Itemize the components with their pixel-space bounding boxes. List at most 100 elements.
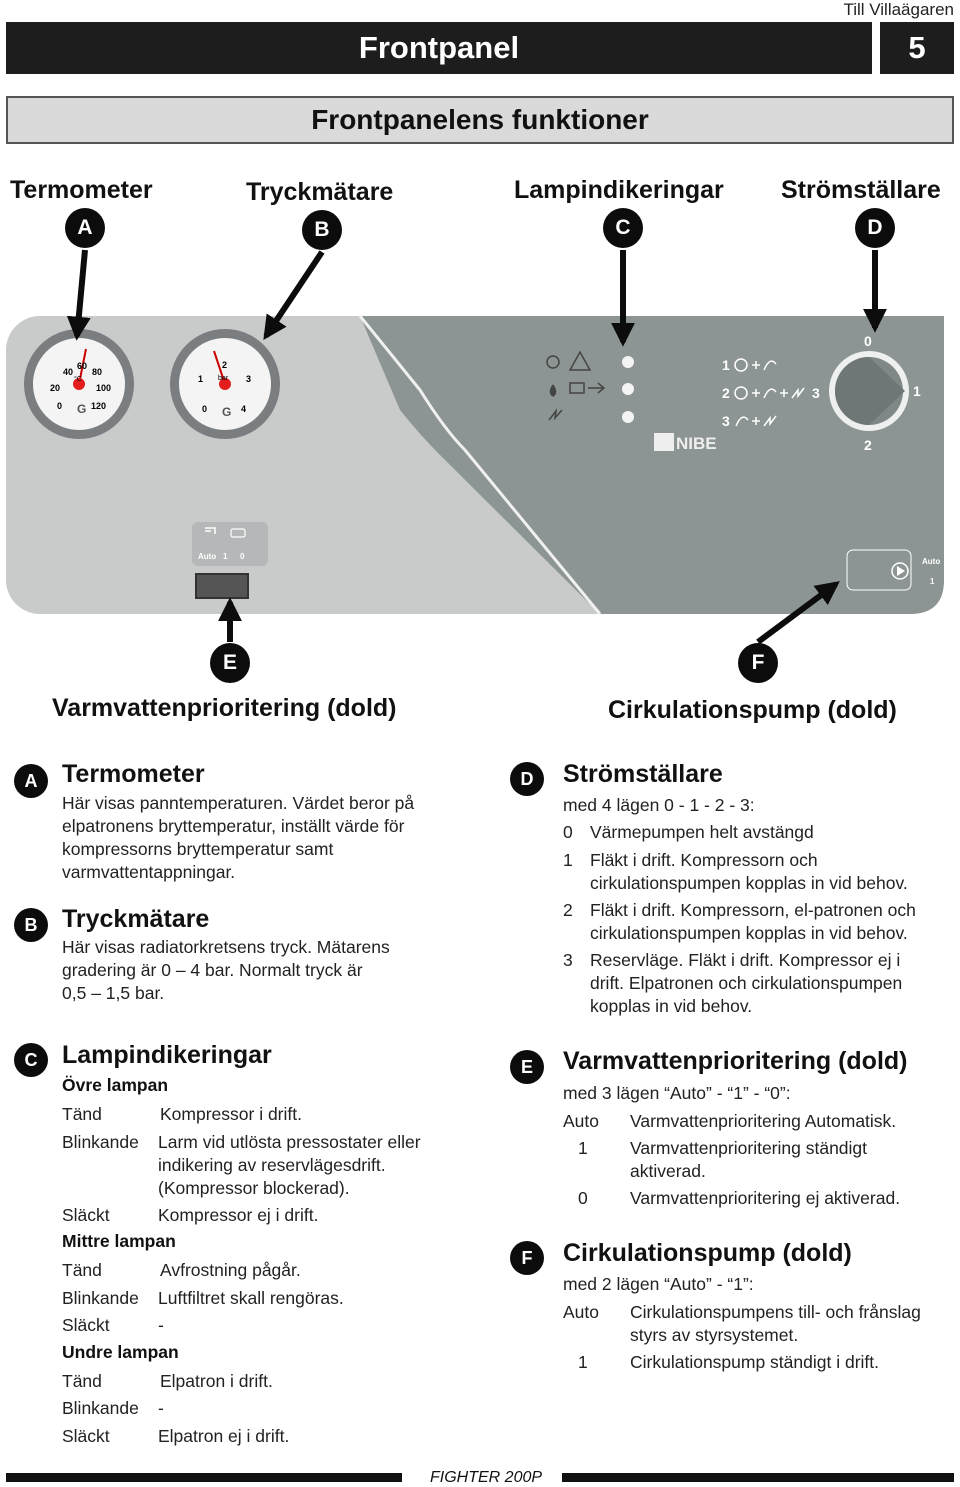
pump-switch-auto: Auto — [922, 557, 940, 566]
section-c-title: Lampindikeringar — [62, 1041, 272, 1069]
tap-icon — [205, 527, 216, 534]
upper-lamp — [622, 356, 634, 368]
section-title: Frontpanelens funktioner — [6, 96, 954, 144]
upper-lamp-on-key: Tänd — [62, 1104, 102, 1124]
section-d-intro: med 4 lägen 0 - 1 - 2 - 3: — [563, 795, 755, 815]
hw-switch-0: 0 — [240, 552, 245, 561]
section-b-marker: B — [14, 908, 48, 942]
front-panel-illustration: 40 60 80 20 100 0 120 °C G 2 1 3 0 4 bar… — [6, 249, 944, 645]
switch-position-2: 2 — [864, 437, 872, 453]
switch-option-key: 0 — [563, 822, 573, 842]
callout-c-label: Lampindikeringar — [514, 176, 724, 204]
upper-lamp-on-text: Kompressor i drift. — [160, 1104, 302, 1124]
footer-rule-left — [6, 1473, 402, 1482]
callout-b-marker: B — [302, 210, 342, 250]
section-d-title: Strömställare — [563, 760, 723, 788]
upper-lamp-heading: Övre lampan — [62, 1075, 169, 1095]
callout-d-marker: D — [855, 208, 895, 248]
compressor-icon — [546, 355, 560, 369]
switch-position-1: 1 — [913, 383, 921, 399]
drop-icon — [549, 384, 557, 397]
pump-option-key: Auto — [563, 1302, 599, 1322]
filter-icon — [569, 382, 585, 394]
pump-option-text: Cirkulationspump ständigt i drift. — [630, 1352, 879, 1372]
section-f-marker: F — [510, 1241, 544, 1275]
upper-lamp-blink-text: Larm vid utlösta pressostater eller indi… — [158, 1132, 421, 1198]
airflow-arrow-icon — [588, 382, 606, 394]
hw-priority-panel — [192, 522, 268, 566]
section-c-marker: C — [14, 1043, 48, 1077]
hw-option-text: Varmvattenprioritering ständigt aktivera… — [630, 1138, 868, 1181]
section-a-marker: A — [14, 764, 48, 798]
thermo-tick: 120 — [91, 401, 106, 411]
mode-3-inline: 3 — [812, 385, 820, 401]
callout-e-marker: E — [210, 643, 250, 683]
callout-e-label: Varmvattenprioritering (dold) — [52, 694, 397, 722]
thermo-tick: 100 — [96, 383, 111, 393]
lower-lamp-on-text: Elpatron i drift. — [160, 1371, 273, 1391]
nibe-logo-mark — [654, 433, 674, 451]
section-b-body: Här visas radiatorkretsens tryck. Mätare… — [62, 937, 390, 1003]
thermo-unit: °C — [74, 375, 82, 383]
pump-option-text: Cirkulationspumpens till- och frånslag s… — [630, 1302, 921, 1345]
thermometer-gauge — [24, 329, 134, 439]
thermo-tick: 40 — [63, 367, 73, 377]
middle-lamp-on-text: Avfrostning pågår. — [160, 1260, 301, 1280]
middle-lamp-off-key: Släckt — [62, 1315, 110, 1335]
middle-lamp-on-key: Tänd — [62, 1260, 102, 1280]
lamp-icons — [546, 350, 606, 421]
hw-priority-switch — [195, 573, 249, 599]
thermo-tick: 80 — [92, 367, 102, 377]
upper-lamp-off-text: Kompressor ej i drift. — [158, 1205, 319, 1225]
hw-option-key: 0 — [578, 1188, 588, 1208]
pressure-tick: 4 — [241, 404, 246, 414]
pump-switch-panel — [846, 549, 912, 591]
middle-lamp-off-text: - — [158, 1315, 164, 1335]
pressure-unit: bar — [218, 375, 229, 382]
section-e-intro: med 3 lägen “Auto” - “1” - “0”: — [563, 1083, 791, 1103]
thermo-brand-mark: G — [77, 402, 86, 416]
heater-icon — [230, 528, 246, 538]
pump-option-key: 1 — [578, 1352, 588, 1372]
lower-lamp-on-key: Tänd — [62, 1371, 102, 1391]
callout-f-label: Cirkulationspump (dold) — [608, 696, 897, 724]
hw-option-text: Varmvattenprioritering Automatisk. — [630, 1111, 897, 1131]
upper-lamp-blink-key: Blinkande — [62, 1132, 139, 1152]
pressure-brand-mark: G — [222, 405, 231, 419]
middle-lamp-blink-text: Luftfiltret skall rengöras. — [158, 1288, 344, 1308]
lower-lamp-blink-key: Blinkande — [62, 1398, 139, 1418]
hw-option-text: Varmvattenprioritering ej aktiverad. — [630, 1188, 901, 1208]
pressure-gauge — [170, 329, 280, 439]
lower-lamp-heading: Undre lampan — [62, 1342, 179, 1362]
switch-option-text: Fläkt i drift. Kompressorn och cirkulati… — [590, 850, 908, 893]
thermo-tick: 60 — [77, 361, 87, 371]
lower-lamp-off-key: Släckt — [62, 1426, 110, 1446]
switch-option-text: Värmepumpen helt avstängd — [590, 822, 814, 842]
callout-a-marker: A — [65, 208, 105, 248]
callout-d-label: Strömställare — [781, 176, 941, 204]
switch-option-key: 2 — [563, 900, 573, 920]
section-d-marker: D — [510, 762, 544, 796]
page-number: 5 — [880, 22, 954, 74]
switch-option-text: Fläkt i drift. Kompressorn, el-patronen … — [590, 900, 916, 943]
section-f-intro: med 2 lägen “Auto” - “1”: — [563, 1274, 754, 1294]
mode-3-label: 3 — [722, 413, 730, 429]
section-a-body: Här visas panntemperaturen. Värdet beror… — [62, 793, 415, 882]
callout-f-marker: F — [738, 643, 778, 683]
pressure-tick: 1 — [198, 374, 203, 384]
switch-position-0: 0 — [864, 333, 872, 349]
pump-switch-1: 1 — [930, 577, 935, 586]
electric-icon — [548, 408, 563, 421]
section-e-marker: E — [510, 1050, 544, 1084]
hw-switch-auto: Auto — [198, 552, 216, 561]
lower-lamp-off-text: Elpatron ej i drift. — [158, 1426, 290, 1446]
section-a-title: Termometer — [62, 760, 205, 788]
switch-option-text: Reservläge. Fläkt i drift. Kompressor ej… — [590, 950, 903, 1016]
header-tagline: Till Villaägaren — [843, 0, 954, 19]
nibe-logo-text: NIBE — [676, 434, 717, 453]
mode-2-label: 2 — [722, 385, 730, 401]
middle-lamp — [622, 383, 634, 395]
main-switch-knob — [829, 351, 909, 431]
switch-option-key: 1 — [563, 850, 573, 870]
section-b-title: Tryckmätare — [62, 905, 210, 933]
